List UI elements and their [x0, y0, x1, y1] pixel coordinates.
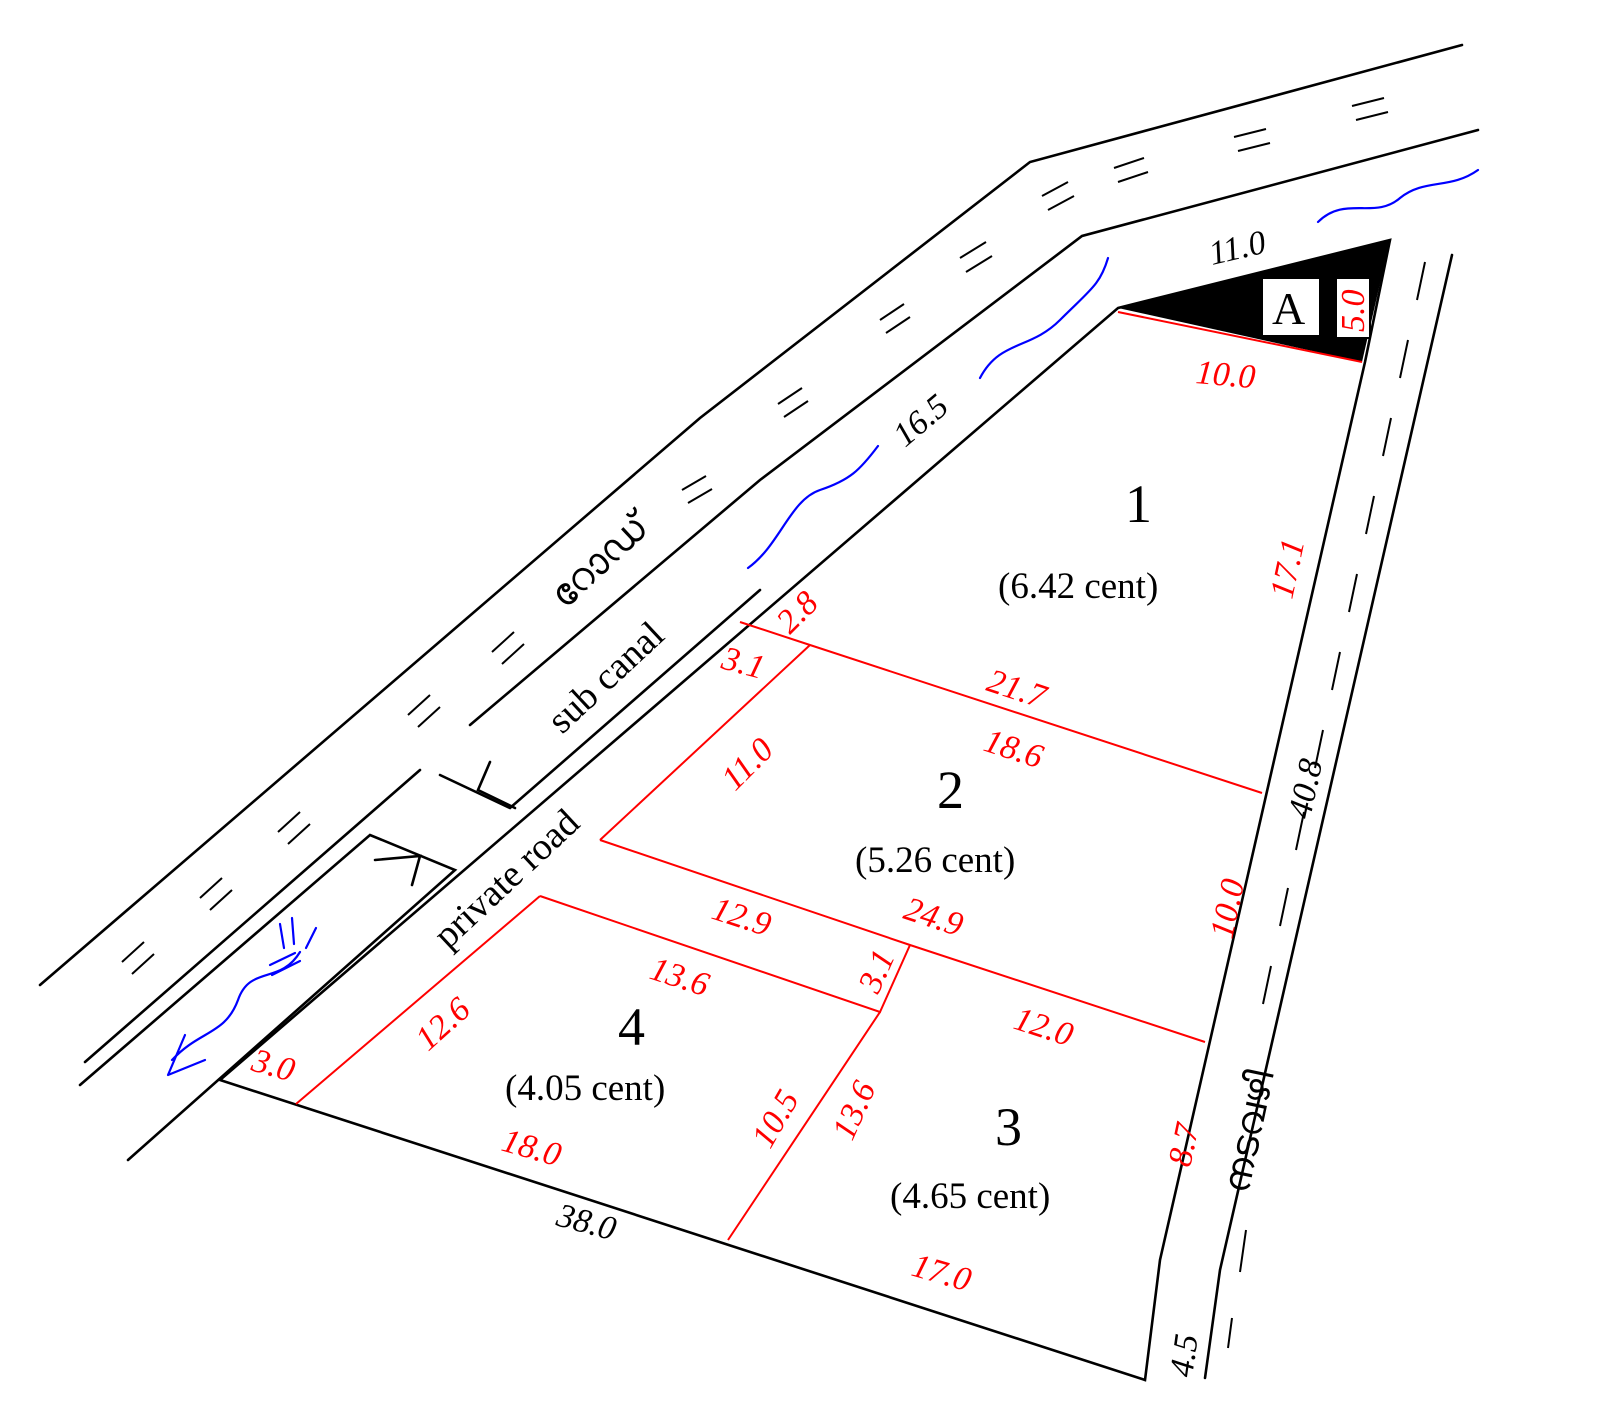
canal-water-line: [746, 444, 880, 570]
dim-plot4-west: 12.6: [409, 991, 478, 1058]
private-road-edge: [78, 833, 458, 1162]
dim-top-width: 11.0: [1205, 224, 1269, 273]
footpath-centre-dashes: [1227, 261, 1426, 1349]
main-road: [38, 43, 1480, 1064]
dim-plot1-south: 21.7: [983, 662, 1053, 716]
dim-plot2-jog: 3.1: [717, 640, 769, 687]
dim-corner-a-side: 5.0: [1335, 290, 1372, 333]
dim-east-tail: 4.5: [1163, 1332, 1206, 1379]
plot-1-number: 1: [1125, 474, 1152, 534]
corner-piece-a: [1118, 240, 1390, 362]
corner-piece-a-base-line: [1117, 311, 1363, 363]
plot2-west-divider: [599, 644, 811, 841]
corner-piece-a-label-box: [1261, 277, 1321, 337]
flow-tail-icon: [268, 916, 318, 977]
corner-piece-a-side-box: [1335, 277, 1371, 339]
canal-water-line: [1316, 168, 1480, 224]
road-outer-edge: [38, 43, 1464, 987]
footpath-outer-edge: [1203, 253, 1454, 1380]
dim-plot2-north-w: 2.8: [769, 584, 825, 640]
road-inner-edge: [468, 128, 1480, 727]
dim-plot3-jog: 3.1: [851, 944, 902, 999]
dim-south-total: 38.0: [552, 1197, 620, 1248]
road-centre-marks: [121, 97, 1389, 975]
dim-plot2-west: 11.0: [714, 731, 780, 797]
road-inner-edge: [83, 768, 422, 1064]
plot3-plot4-divider: [727, 1011, 881, 1241]
footpath: [1203, 253, 1454, 1380]
plot4-west-divider: [295, 895, 541, 1105]
plot-4-number: 4: [618, 997, 645, 1057]
sub-canal-culvert: [476, 760, 517, 810]
plot-1-area: (6.42 cent): [998, 566, 1158, 607]
dim-south-plot4: 18.0: [498, 1122, 565, 1174]
dim-plot4-north: 13.6: [646, 950, 714, 1004]
footpath-label: നടവഴി: [1216, 1067, 1283, 1197]
private-road-culvert: [373, 854, 422, 887]
dim-south-plot3: 17.0: [908, 1247, 975, 1299]
dim-east-plot2: 10.0: [1204, 876, 1253, 942]
canal-structures: [78, 588, 762, 1162]
corner-piece-a-label: A: [1272, 283, 1305, 334]
dim-plot4-east: 10.5: [745, 1084, 807, 1154]
road-top-label: റോഡ്: [542, 503, 660, 617]
water-lines: [166, 168, 1480, 1077]
dim-plot3-west: 13.6: [826, 1076, 884, 1145]
dim-east-plot1: 17.1: [1264, 536, 1313, 602]
subdivision-lines: [295, 621, 1263, 1241]
plot-2-area: (5.26 cent): [855, 840, 1015, 881]
dim-canal-edge: 16.5: [886, 388, 955, 455]
plot-3-area: (4.65 cent): [890, 1176, 1050, 1217]
plot-4-area: (4.05 cent): [505, 1068, 665, 1109]
plot1-plot2-divider: [739, 621, 1263, 794]
private-road-label: private road: [425, 801, 587, 956]
flow-arrow-icon: [166, 1033, 207, 1077]
dim-plot2-south-w: 12.9: [708, 890, 776, 944]
plot-2-number: 2: [937, 760, 964, 820]
canal-water-line: [978, 256, 1110, 380]
plot-3-number: 3: [995, 1097, 1022, 1157]
dim-plot2-north: 18.6: [980, 722, 1048, 776]
dim-east-total: 40.8: [1282, 756, 1331, 822]
dim-plot2-south: 24.9: [900, 890, 968, 944]
sub-canal-label: sub canal: [539, 614, 672, 742]
dim-corner-a-base: 10.0: [1194, 354, 1256, 396]
dim-east-plot3: 8.7: [1162, 1118, 1207, 1169]
dim-plot3-north: 12.0: [1010, 1000, 1078, 1054]
plot-boundary: [217, 238, 1392, 1382]
sub-canal-box: [438, 588, 762, 810]
